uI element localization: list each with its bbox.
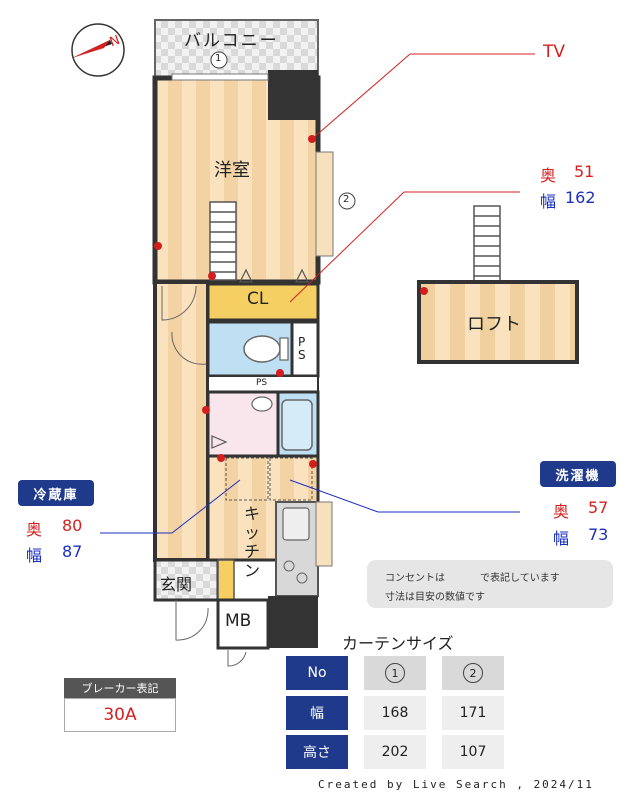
window-2-marker [338,192,356,210]
structural-column [268,70,318,120]
closet-width-label: 幅 [540,192,557,211]
ps-vertical [290,320,320,378]
kitchen-label: キッチン [244,504,261,580]
washer-space [269,457,313,501]
curtain-row-height: 高さ [286,735,348,769]
ladder [209,201,237,281]
mb-label: MB [225,611,252,631]
fridge-space [225,457,269,501]
ps-horizontal-label: PS [256,378,268,388]
loft-ladder [473,205,501,283]
legend-note [367,560,613,608]
tv-label: TV [543,42,566,62]
breaker-title: ブレーカー表記 [64,678,176,698]
kitchen-sink [282,507,310,541]
closet-leader [289,191,405,303]
window-1-marker [210,51,228,69]
corridor [153,280,210,562]
fridge-depth-value: 80 [62,516,83,535]
lower-column [268,596,318,648]
curtain-row-width: 幅 [286,696,348,730]
closet-depth-label: 奥 [540,166,557,185]
entrance [153,558,220,602]
closet-label: CL [247,289,269,309]
toilet [243,335,281,363]
fridge-width-label: 幅 [26,546,43,565]
shoe-cabinet [217,559,235,601]
washer-width-label: 幅 [553,529,570,548]
credit-line: Created by Live Search , 2024/11 [318,778,594,791]
outlets [154,135,428,468]
sink [251,396,273,412]
stove-burner [283,560,295,572]
washer-leader [289,479,379,513]
curtain-col-2-number: 2 [463,663,483,683]
washer-width-value: 73 [588,525,609,544]
breaker-value: 30A [64,698,176,732]
entrance-label: 玄関 [160,575,193,594]
washer-tag: 洗濯機 [540,461,616,487]
balcony [154,19,319,79]
window-1 [171,73,269,81]
curtain-header-no: No [286,656,348,690]
closet [206,282,320,322]
loft [417,280,579,364]
window-2-number: 2 [343,194,350,205]
closet-depth-value: 51 [574,162,595,181]
note-line-2: 寸法は目安の数値です [385,592,485,603]
washer-depth-value: 57 [588,498,609,517]
bathtub [281,399,313,451]
note-line-1b: で表記しています [480,573,560,584]
window-1-number: 1 [215,53,222,64]
window-2 [315,151,334,257]
fridge-tag: 冷蔵庫 [18,480,94,506]
kitchen-window [315,501,333,567]
meter-box [216,598,270,650]
note-line-1a: コンセントは [385,573,445,584]
closet-width-value: 162 [565,188,596,207]
washer-depth-label: 奥 [553,502,570,521]
curtain-col-1: 1 [364,656,426,690]
ps-vertical-label: PS [298,335,306,362]
curtain-w2: 171 [442,696,504,730]
tv-leader [311,53,411,140]
balcony-label: バルコニー [184,31,279,51]
curtain-w1: 168 [364,696,426,730]
curtain-title: カーテンサイズ [342,634,454,653]
compass-icon [71,23,125,77]
loft-label: ロフト [467,314,521,335]
curtain-h2: 107 [442,735,504,769]
fridge-width-value: 87 [62,542,83,561]
curtain-col-1-number: 1 [385,663,405,683]
western-room-label: 洋室 [214,160,250,181]
curtain-h1: 202 [364,735,426,769]
fridge-depth-label: 奥 [26,520,43,539]
curtain-col-2: 2 [442,656,504,690]
